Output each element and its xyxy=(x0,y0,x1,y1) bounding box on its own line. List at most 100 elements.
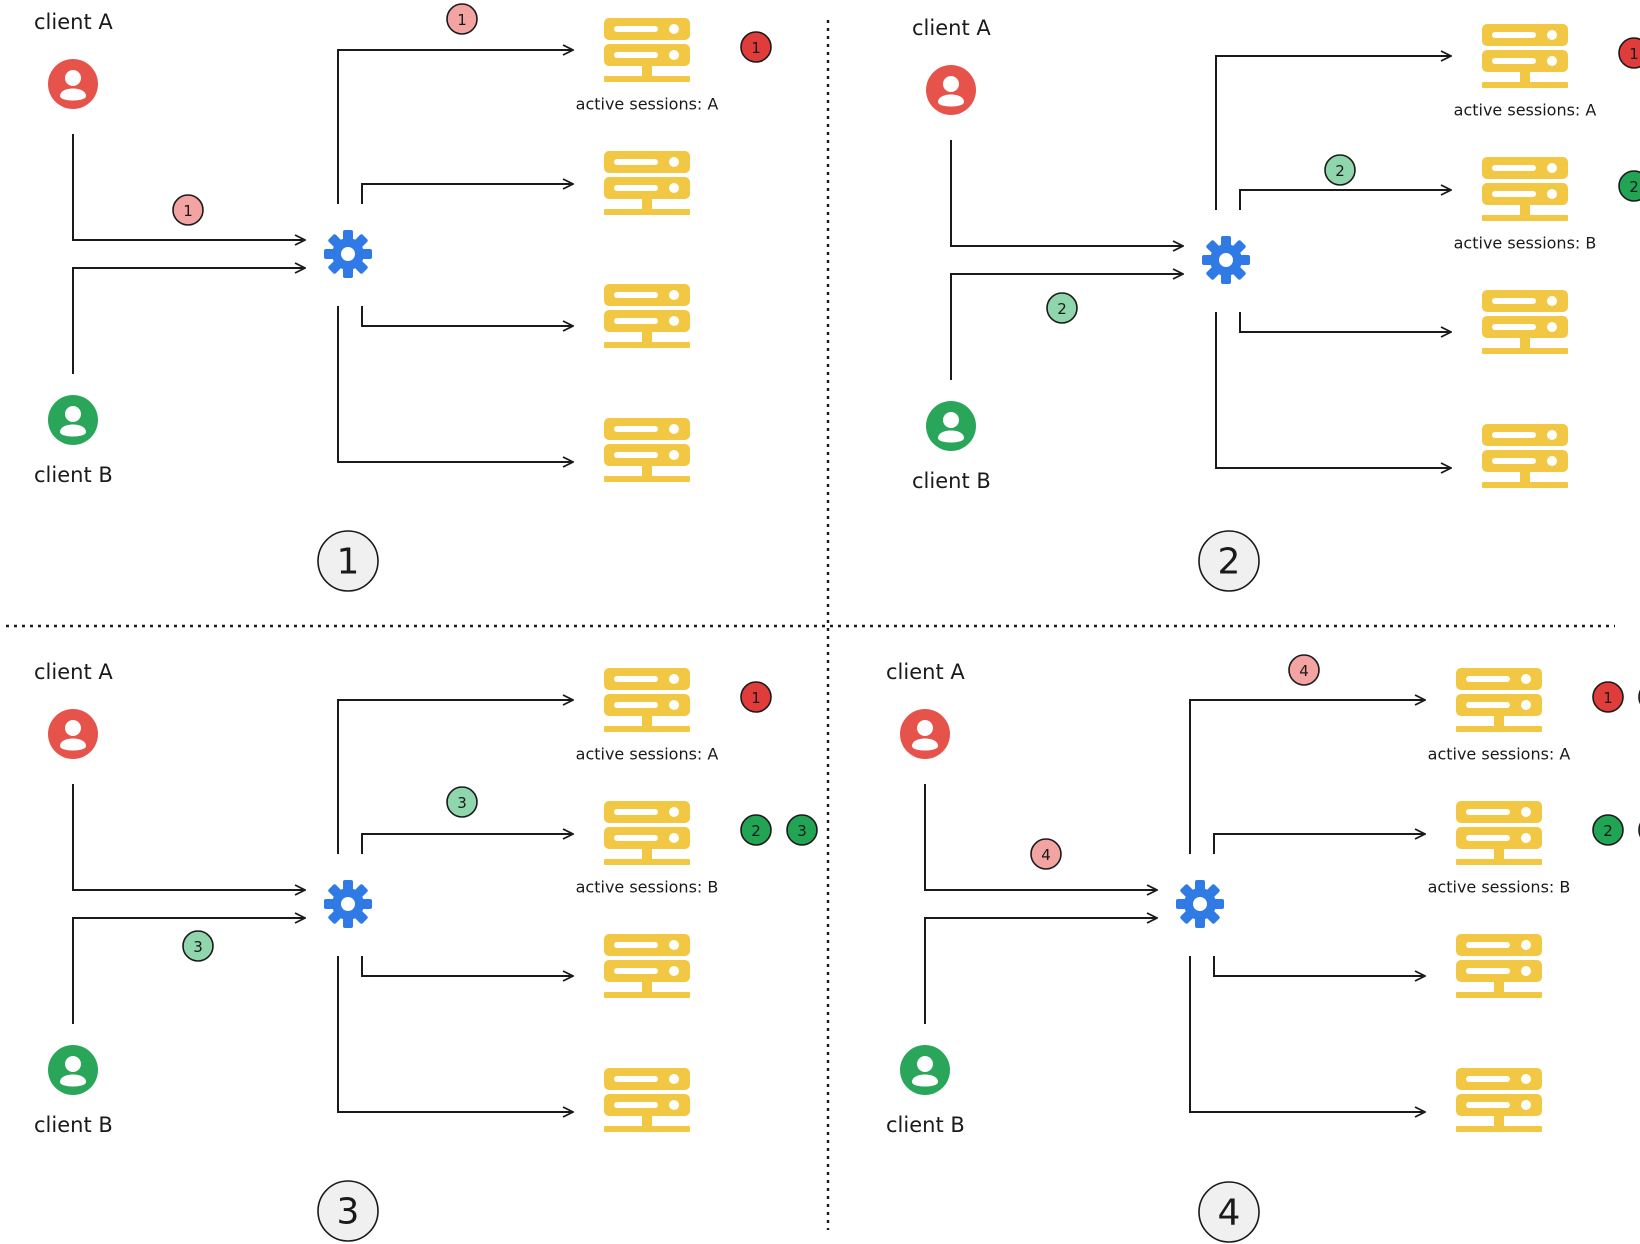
client-a-label: client A xyxy=(34,10,113,34)
server-rack-icon xyxy=(1456,934,1542,998)
badge-number: 4 xyxy=(1041,846,1051,864)
server-slot xyxy=(614,1076,658,1082)
server-rack-icon xyxy=(604,418,690,482)
server-light xyxy=(669,1100,679,1110)
server-base xyxy=(604,76,690,82)
badge-number: 2 xyxy=(1603,822,1613,840)
user-circle-icon xyxy=(48,59,98,109)
arrow-client-b xyxy=(950,274,1183,380)
server-stem xyxy=(642,466,652,476)
server-light xyxy=(669,157,679,167)
badge-number: 4 xyxy=(1299,662,1309,680)
server-light xyxy=(669,807,679,817)
step-number: 4 xyxy=(1198,1181,1260,1243)
server-slot xyxy=(1466,702,1510,708)
server-slot xyxy=(1466,676,1510,682)
user-circle-icon xyxy=(48,395,98,445)
server-base xyxy=(1456,992,1542,998)
step-number: 1 xyxy=(317,530,379,592)
client-a-label: client A xyxy=(886,660,965,684)
person-body xyxy=(938,94,964,107)
badge-circle xyxy=(182,930,214,962)
server-slot xyxy=(614,52,658,58)
server-rack-icon xyxy=(1482,424,1568,488)
server-light xyxy=(669,50,679,60)
arrow-to-server-2 xyxy=(1213,834,1425,854)
server-base xyxy=(1456,1126,1542,1132)
badge-circle xyxy=(1618,37,1640,69)
server-rack-icon xyxy=(1482,290,1568,354)
gear-hole xyxy=(1193,897,1207,911)
client-b-label: client B xyxy=(886,1113,965,1137)
server-light xyxy=(1521,674,1531,684)
session-badge: 2 xyxy=(740,814,772,846)
arrow-to-server-3 xyxy=(361,956,573,976)
server-stem xyxy=(642,332,652,342)
arrow-client-a xyxy=(950,140,1183,246)
server-slot xyxy=(1466,942,1510,948)
badge-number: 3 xyxy=(457,794,467,812)
user-circle-icon xyxy=(900,1045,950,1095)
session-badge: 2 xyxy=(1618,170,1640,202)
server-rack-icon xyxy=(604,668,690,732)
server-stem xyxy=(1494,982,1504,992)
arrow-to-server-4 xyxy=(337,306,573,462)
arrow-client-a xyxy=(72,784,305,890)
server-light xyxy=(669,833,679,843)
badge-circle xyxy=(317,1180,379,1242)
server-rack-icon xyxy=(604,801,690,865)
server-slot xyxy=(614,968,658,974)
server-stem xyxy=(1494,1116,1504,1126)
badge-circle xyxy=(172,194,204,226)
server-stem xyxy=(642,982,652,992)
step-number: 3 xyxy=(317,1180,379,1242)
server-session-label: active sessions: B xyxy=(1428,878,1571,897)
server-slot xyxy=(614,26,658,32)
server-light xyxy=(1547,30,1557,40)
gear-icon xyxy=(1202,236,1250,284)
server-slot xyxy=(614,452,658,458)
server-slot xyxy=(1492,165,1536,171)
server-slot xyxy=(614,676,658,682)
server-light xyxy=(1547,430,1557,440)
server-light xyxy=(1547,56,1557,66)
badge-circle xyxy=(446,3,478,35)
person-body xyxy=(938,430,964,443)
badge-number: 2 xyxy=(1218,542,1241,583)
server-light xyxy=(669,316,679,326)
server-light xyxy=(669,24,679,34)
route-badge-client: 1 xyxy=(172,194,204,226)
session-badge: 2 xyxy=(1592,814,1624,846)
server-rack-icon xyxy=(604,151,690,215)
arrow-to-server-3 xyxy=(361,306,573,326)
client-b-label: client B xyxy=(34,463,113,487)
arrow-to-server-1 xyxy=(1189,700,1425,854)
server-stem xyxy=(1520,205,1530,215)
badge-circle xyxy=(1030,838,1062,870)
arrow-client-a xyxy=(924,784,1157,890)
server-session-label: active sessions: A xyxy=(576,95,719,114)
server-light xyxy=(669,1074,679,1084)
server-base xyxy=(1482,482,1568,488)
server-rack-icon xyxy=(604,934,690,998)
person-head xyxy=(917,720,933,736)
server-slot xyxy=(1492,32,1536,38)
server-base xyxy=(604,342,690,348)
arrow-to-server-4 xyxy=(337,956,573,1112)
server-session-label: active sessions: A xyxy=(1428,745,1571,764)
client-b-label: client B xyxy=(34,1113,113,1137)
server-light xyxy=(669,966,679,976)
gear-hole xyxy=(341,897,355,911)
gear-hole xyxy=(341,247,355,261)
arrow-client-a xyxy=(72,134,305,240)
badge-circle xyxy=(1198,530,1260,592)
badge-circle xyxy=(1046,292,1078,324)
server-session-label: active sessions: A xyxy=(576,745,719,764)
person-head xyxy=(65,406,81,422)
arrow-to-server-1 xyxy=(1215,56,1451,210)
server-light xyxy=(669,940,679,950)
user-circle-icon xyxy=(48,709,98,759)
